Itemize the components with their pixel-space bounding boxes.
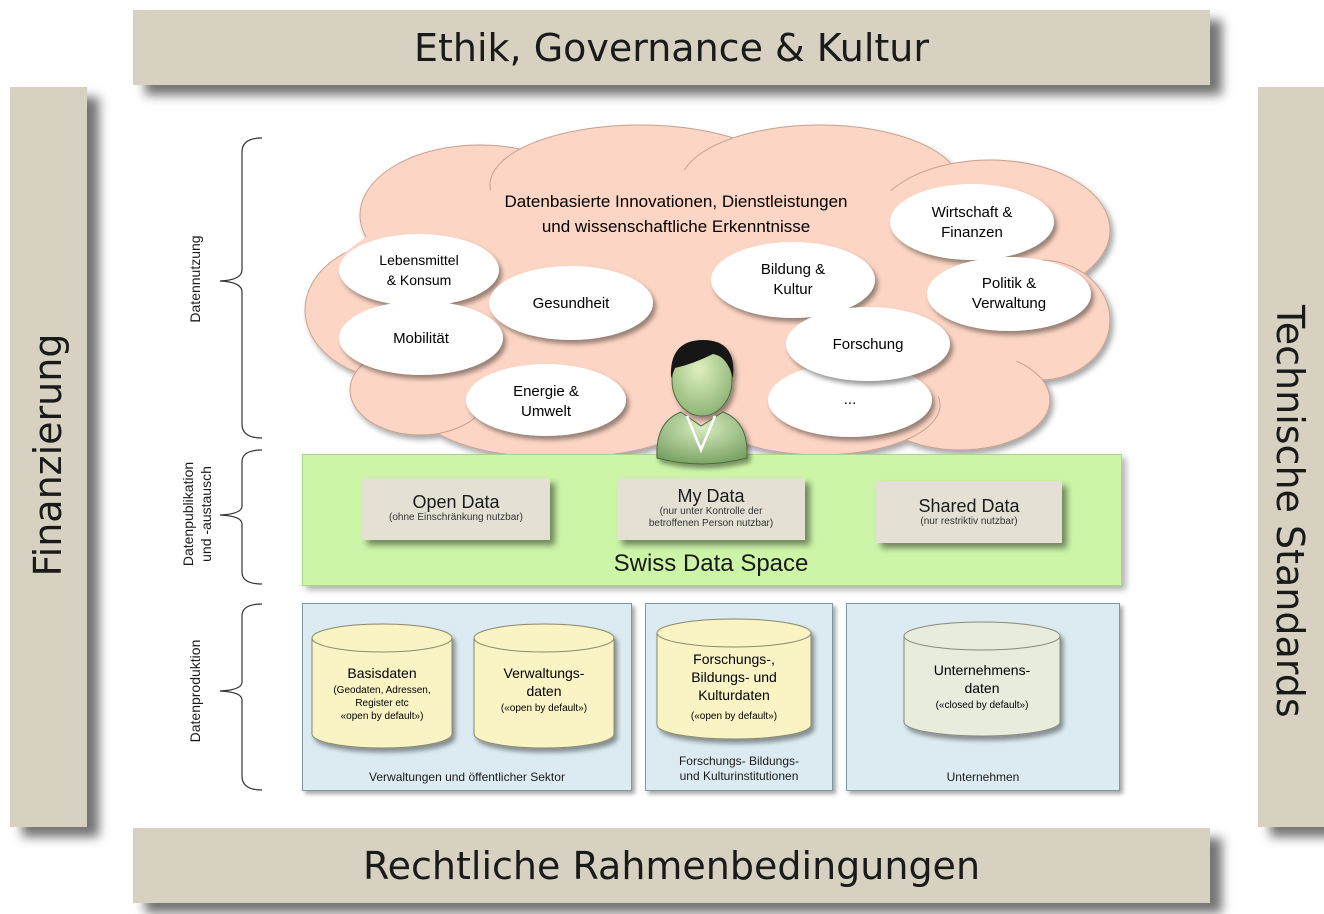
bubble-more: ... [768,363,932,437]
cloud-title-line2: und wissenschaftliche Erkenntnisse [542,217,810,236]
bubble-energy: Energie & Umwelt [466,364,626,436]
frame-right-standards [1258,87,1324,827]
db-basisdaten-title: Basisdaten [347,665,416,681]
production-group-research-label: Forschungs- Bildungs- und Kulturinstitut… [646,754,832,784]
bubble-more-line1: ... [844,391,857,408]
db-verwaltungsdaten-line1: Verwaltungs- [504,665,585,681]
db-basisdaten-sub2: Register etc [355,698,408,709]
card-my-data-title: My Data [677,486,745,506]
db-forschungsdaten-line3: Kulturdaten [698,687,770,703]
bubble-economy-line2: Finanzen [941,224,1003,241]
db-verwaltungsdaten-line2: daten [526,683,561,699]
db-unternehmensdaten-line2: daten [964,680,999,696]
card-open-data-sub: (ohne Einschränkung nutzbar) [389,512,523,523]
card-shared-data-sub: (nur restriktiv nutzbar) [920,516,1018,527]
production-group-public-label: Verwaltungen und öffentlicher Sektor [369,770,565,784]
production-group-business-label: Unternehmen [946,770,1020,784]
cloud-title-line1: Datenbasierte Innovationen, Dienstleistu… [504,192,847,211]
bubble-health-line1: Gesundheit [533,295,611,312]
bubble-energy-line1: Energie & [513,383,579,400]
card-shared-data-title: Shared Data [918,496,1020,516]
db-unternehmensdaten-sub: («closed by default») [936,700,1029,711]
db-basisdaten [311,623,453,749]
db-unternehmensdaten-line1: Unternehmens- [934,662,1031,678]
db-verwaltungsdaten-sub: («open by default») [501,703,587,714]
card-open-data-title: Open Data [412,492,500,512]
bubble-mobility-line1: Mobilität [393,330,450,347]
frame-top-ethics: Ethik, Governance & Kultur [133,10,1210,85]
frame-bottom-legal: Rechtliche Rahmenbedingungen [133,828,1210,903]
frame-left-funding [10,87,87,827]
card-my-data-sub2: betroffenen Person nutzbar) [648,518,774,529]
bubble-mobility: Mobilität [339,301,503,375]
bubble-research-line1: Forschung [833,336,904,353]
db-basisdaten-sub3: «open by default») [341,711,424,722]
card-my-data: My Data (nur unter Kontrolle der betroff… [617,478,805,540]
bubble-politics-line1: Politik & [982,275,1036,292]
bubble-education: Bildung & Kultur [711,242,875,318]
db-forschungsdaten-sub: («open by default») [691,711,777,722]
frame-bottom-label: Rechtliche Rahmenbedingungen [362,843,981,888]
bubble-food: Lebensmittel & Konsum [339,234,499,306]
card-open-data: Open Data (ohne Einschränkung nutzbar) [362,478,550,540]
production-group-research-line2: und Kulturinstitutionen [679,769,799,783]
bubble-food-line2: & Konsum [387,272,452,288]
bubble-education-line1: Bildung & [761,261,825,278]
bubble-politics-line2: Verwaltung [972,295,1046,312]
frame-top-label: Ethik, Governance & Kultur [413,25,930,70]
db-forschungsdaten-line2: Bildungs- und [691,669,777,685]
db-basisdaten-sub1: (Geodaten, Adressen, [333,685,430,696]
card-shared-data: Shared Data (nur restriktiv nutzbar) [876,481,1062,543]
production-group-research-line1: Forschungs- Bildungs- [678,754,800,768]
bubble-food-line1: Lebensmittel [379,252,458,268]
bubble-education-line2: Kultur [773,281,812,298]
bubble-politics: Politik & Verwaltung [927,257,1091,331]
card-my-data-sub1: (nur unter Kontrolle der [659,506,763,517]
db-forschungsdaten-line1: Forschungs-, [693,651,775,667]
bubble-economy: Wirtschaft & Finanzen [890,184,1054,260]
db-forschungsdaten [656,618,812,740]
db-verwaltungsdaten [473,623,615,749]
bubble-research: Forschung [786,307,950,381]
person-icon [656,340,748,465]
db-unternehmensdaten [903,621,1061,737]
bubble-health: Gesundheit [489,266,653,340]
bubble-energy-line2: Umwelt [521,403,572,420]
bubble-economy-line1: Wirtschaft & [932,204,1013,221]
swiss-data-space-title: Swiss Data Space [613,550,809,577]
